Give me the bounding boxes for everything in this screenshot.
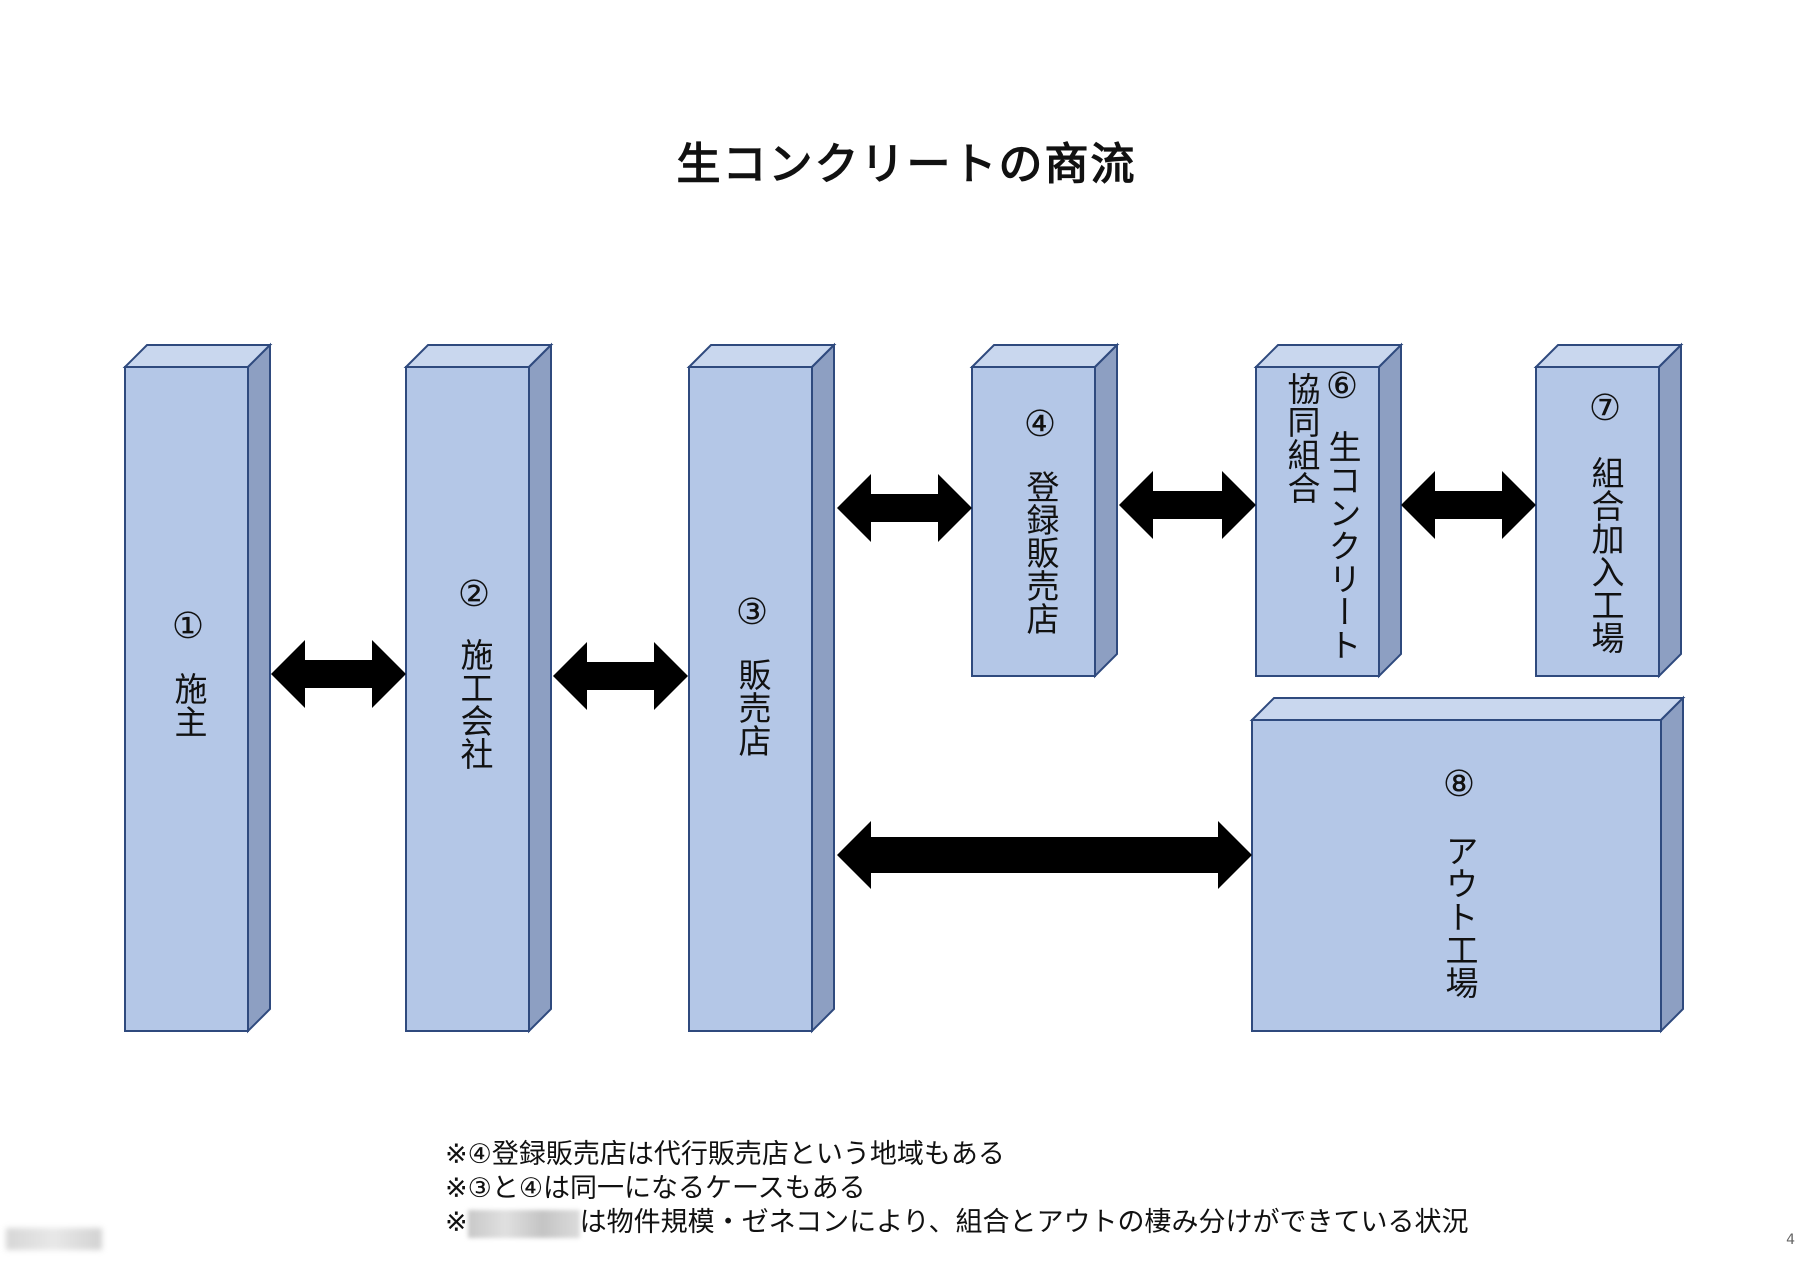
box-member-plant-number: ⑦: [1588, 388, 1622, 429]
box-dealer-number: ③: [735, 592, 769, 633]
box-registered-dealer-number: ④: [1023, 404, 1057, 445]
footnote-3: ※ は物件規模・ゼネコンにより、組合とアウトの棲み分けができている状況: [445, 1206, 1468, 1240]
box-member-plant-label: 組合加入工場: [1586, 456, 1625, 654]
redacted-logo: [6, 1228, 102, 1250]
box-registered-dealer-label: 登録販売店: [1021, 470, 1060, 635]
box-outside-plant-number: ⑧: [1442, 764, 1476, 805]
footnote-3-prefix: ※: [445, 1207, 468, 1238]
box-member-plant: [1533, 342, 1684, 679]
arrow-3-8: [837, 821, 1252, 889]
arrow-6-7: [1401, 471, 1536, 539]
box-dealer: [686, 342, 837, 1034]
redacted-text: [467, 1209, 580, 1238]
arrow-2-3: [553, 642, 688, 710]
footnote-3-suffix: は物件規模・ゼネコンにより、組合とアウトの棲み分けができている状況: [579, 1207, 1469, 1238]
box-outside-plant: [1249, 695, 1686, 1034]
box-contractor-number: ②: [457, 574, 491, 615]
box-outside-plant-label: アウト工場: [1440, 834, 1479, 999]
box-contractor: [403, 342, 554, 1034]
box-owner-label: 施主: [169, 672, 208, 738]
arrow-3-4: [837, 474, 972, 542]
box-owner: [122, 342, 273, 1034]
footnotes: ※④登録販売店は代行販売店という地域もある ※③と④は同一になるケースもある ※…: [445, 1138, 1468, 1240]
box-cooperative-label-line2: 協同組合: [1282, 372, 1321, 504]
footnote-2: ※③と④は同一になるケースもある: [445, 1173, 866, 1204]
box-registered-dealer: [969, 342, 1120, 679]
box-cooperative: [1253, 342, 1404, 679]
box-owner-number: ①: [171, 606, 205, 647]
box-cooperative-label-line1: 生コンクリート: [1323, 430, 1362, 661]
arrow-4-6: [1119, 471, 1256, 539]
page-title: 生コンクリートの商流: [676, 139, 1137, 190]
box-dealer-label: 販売店: [733, 658, 772, 757]
box-contractor-label: 施工会社: [455, 638, 494, 770]
box-cooperative-number: ⑥: [1325, 366, 1359, 407]
footnote-1: ※④登録販売店は代行販売店という地域もある: [445, 1139, 1005, 1170]
arrow-1-2: [271, 640, 406, 708]
page-number: 4: [1786, 1232, 1795, 1248]
